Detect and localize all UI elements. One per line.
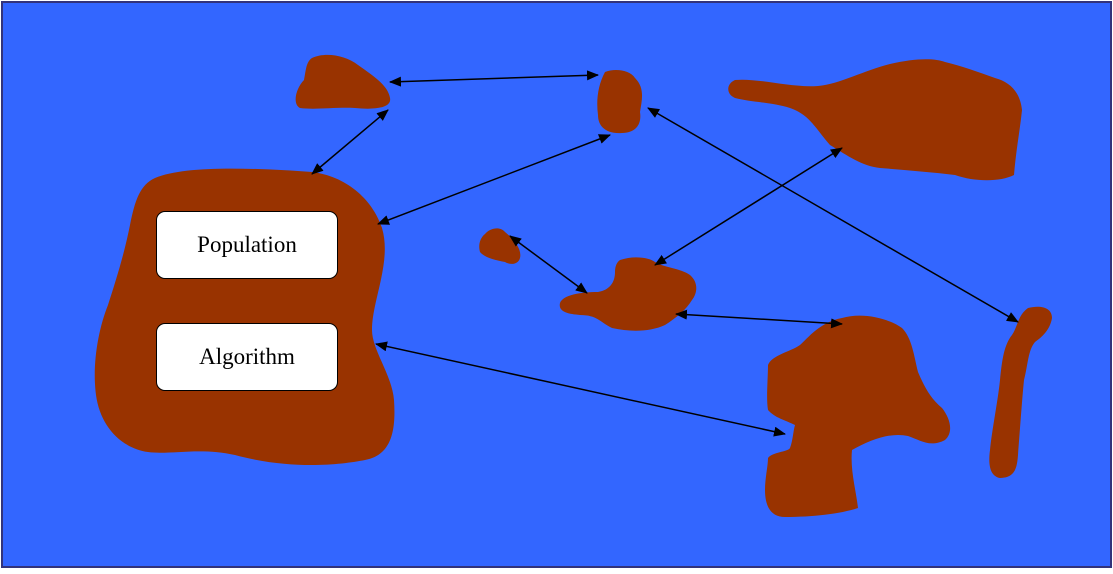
population-box: Population bbox=[156, 211, 338, 279]
arrow-center-bottomright bbox=[675, 309, 843, 329]
migration-arrows bbox=[311, 70, 1019, 437]
arrow-topcenter-main bbox=[377, 134, 611, 225]
population-label: Population bbox=[197, 232, 297, 257]
arrow-topleft-topcenter bbox=[389, 70, 599, 87]
island-top-left bbox=[295, 54, 391, 109]
algorithm-label: Algorithm bbox=[199, 344, 295, 369]
island-far-right bbox=[989, 306, 1052, 478]
island-bottom-right-large bbox=[765, 315, 951, 517]
island-top-center bbox=[597, 70, 643, 134]
arrow-topleft-main bbox=[311, 109, 389, 175]
algorithm-box: Algorithm bbox=[156, 323, 338, 391]
arrow-main-bottomright bbox=[375, 341, 786, 437]
arrow-topright-center bbox=[654, 147, 843, 266]
arrow-small-center bbox=[509, 235, 588, 294]
